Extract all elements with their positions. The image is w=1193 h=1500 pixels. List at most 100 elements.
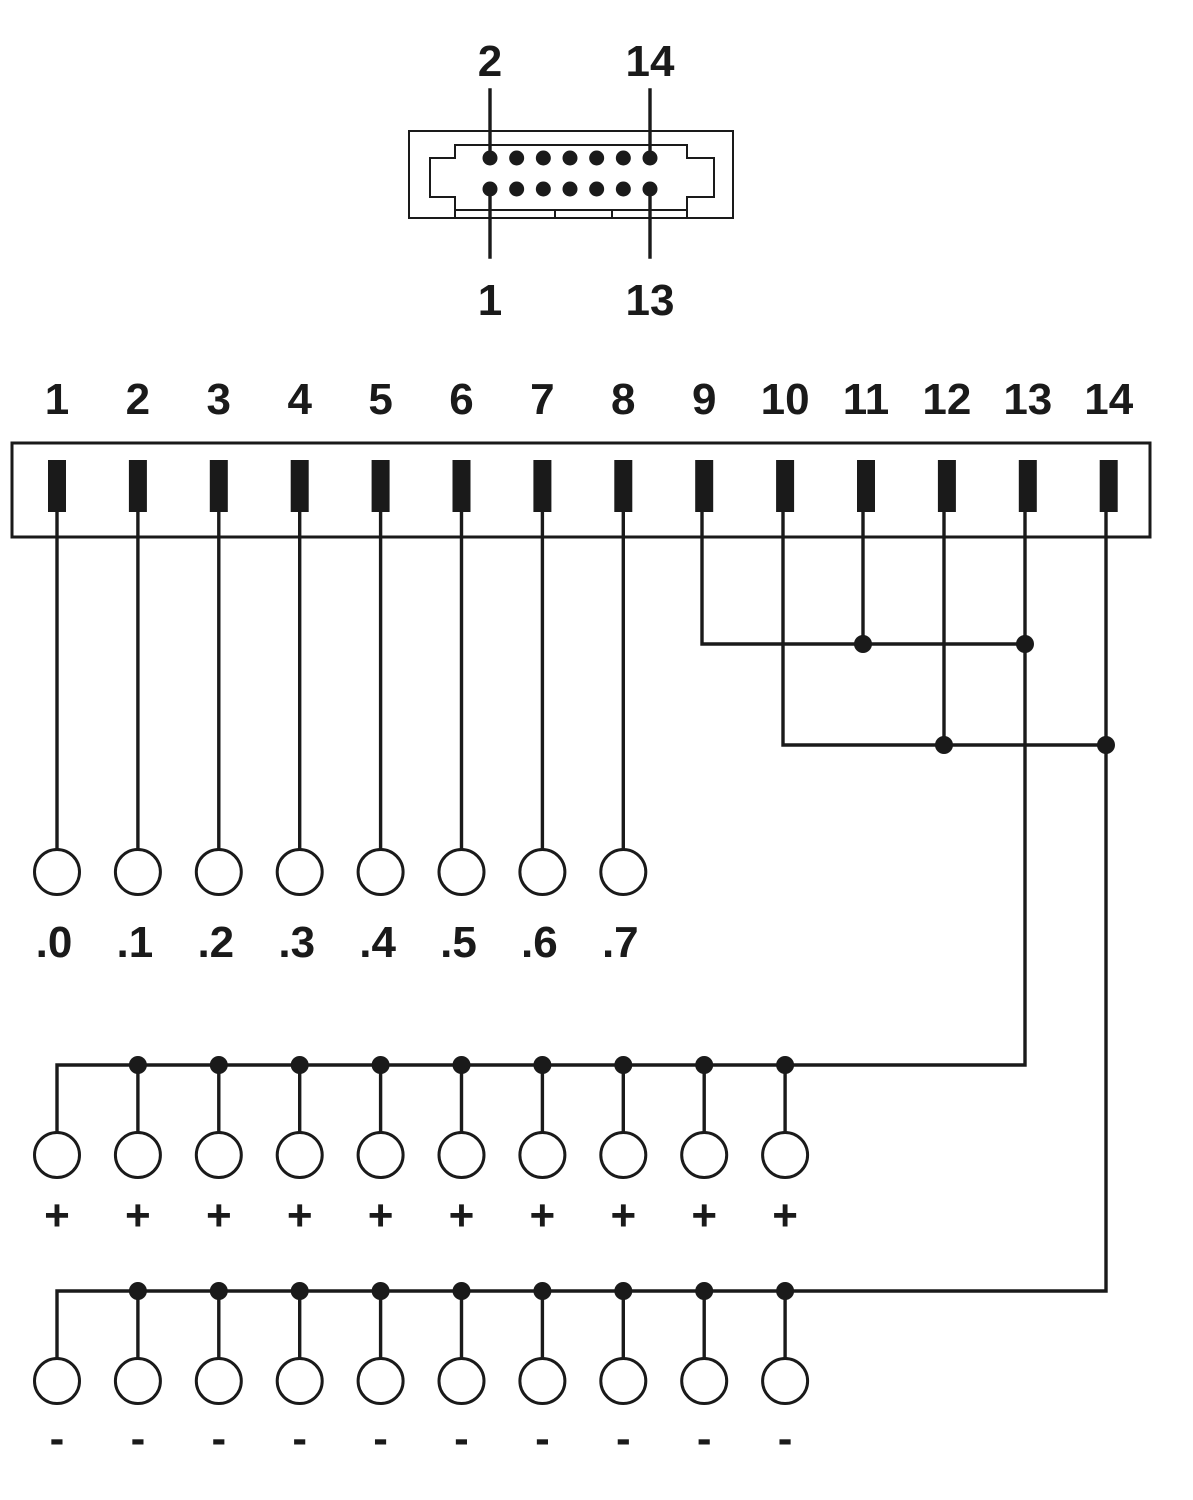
plus-label: + (772, 1191, 798, 1240)
minus-label: - (778, 1414, 793, 1463)
header-pin (209, 460, 228, 512)
signal-terminal (194, 848, 243, 896)
minus-terminals: ---------- (33, 1282, 810, 1463)
junction-dot (614, 1282, 633, 1300)
plus-label: + (287, 1191, 313, 1240)
junction-dot (128, 1056, 147, 1074)
minus-label: - (616, 1414, 631, 1463)
header-pins (48, 460, 1118, 512)
plus-terminal (437, 1131, 486, 1179)
signal-label: .2 (197, 918, 234, 967)
plus-terminal (599, 1131, 648, 1179)
header-pin (1099, 460, 1118, 512)
header-pin (857, 460, 875, 512)
plus-label: + (368, 1191, 394, 1240)
wires (55, 510, 1115, 1360)
junction-dot (452, 1282, 471, 1300)
signal-label: .0 (36, 918, 73, 967)
plus-terminal (194, 1131, 243, 1179)
connector-pin (615, 181, 631, 197)
header-pin-number: 9 (692, 375, 716, 424)
plus-terminal (761, 1131, 810, 1179)
wire-pin10-minus-bus (781, 510, 1108, 747)
connector-pin (535, 181, 551, 197)
idc-connector: 2 14 1 13 (408, 37, 734, 325)
plus-label: + (530, 1191, 556, 1240)
connector-pin (509, 181, 525, 197)
plus-terminal (356, 1131, 405, 1179)
minus-label: - (292, 1414, 307, 1463)
signal-terminal (33, 848, 81, 896)
signal-terminals: .0.1.2.3.4.5.6.7 (33, 848, 648, 967)
minus-label: - (535, 1414, 550, 1463)
connector-outer-frame (408, 130, 734, 219)
plus-terminal (518, 1131, 567, 1179)
signal-label: .7 (602, 918, 639, 967)
junction-dot (533, 1282, 552, 1300)
plus-terminal (275, 1131, 324, 1179)
minus-label: - (131, 1414, 146, 1463)
header-pin (695, 460, 714, 512)
plus-terminal (33, 1131, 81, 1179)
signal-terminal (356, 848, 405, 896)
plus-terminal (113, 1131, 162, 1179)
junction-dot (614, 1056, 633, 1074)
connector-pin (589, 181, 605, 197)
header-pin-number: 13 (1003, 375, 1052, 424)
signal-label: .6 (521, 918, 558, 967)
header-pin (48, 460, 66, 512)
header-pin-number: 4 (287, 375, 312, 424)
connector-pin-label-13: 13 (626, 276, 675, 325)
signal-label: .3 (278, 918, 315, 967)
header-pin-number: 3 (207, 375, 231, 424)
header-pin-number: 5 (368, 375, 392, 424)
connector-pin-label-2: 2 (478, 37, 502, 86)
header-pin-number: 6 (449, 375, 473, 424)
plus-label: + (206, 1191, 232, 1240)
header-pin-number: 8 (611, 375, 635, 424)
junction-dot (776, 1056, 795, 1074)
minus-terminal (761, 1357, 810, 1405)
junction-dot (776, 1282, 795, 1300)
junction-dot (533, 1056, 552, 1074)
junction-dot (695, 1056, 714, 1074)
junction-dot (209, 1056, 228, 1074)
junction-dot (695, 1282, 714, 1300)
junction-dot (290, 1282, 309, 1300)
minus-terminal (599, 1357, 648, 1405)
header-pin-number: 14 (1084, 375, 1133, 424)
wire-pin14-minus-rail (55, 510, 1108, 1360)
plus-label: + (44, 1191, 70, 1240)
minus-terminal (518, 1357, 567, 1405)
plus-label: + (449, 1191, 475, 1240)
signal-terminal (437, 848, 486, 896)
minus-terminal (437, 1357, 486, 1405)
minus-terminal (33, 1357, 81, 1405)
signal-terminal (275, 848, 324, 896)
header-pin-number: 2 (126, 375, 150, 424)
minus-label: - (50, 1414, 65, 1463)
header-pin (290, 460, 309, 512)
minus-label: - (211, 1414, 226, 1463)
header-pin (533, 460, 552, 512)
header-pin-number: 1 (45, 375, 69, 424)
header-pin (937, 460, 956, 512)
junction-dot (290, 1056, 309, 1074)
plus-terminal (680, 1131, 729, 1179)
header-pin (452, 460, 471, 512)
wire-pin9-plus-bus (700, 510, 1027, 646)
minus-label: - (697, 1414, 712, 1463)
connector-pin (562, 150, 578, 166)
junction-dot (854, 635, 872, 653)
signal-terminal (113, 848, 162, 896)
plus-label: + (610, 1191, 636, 1240)
connector-pin (589, 150, 605, 166)
junction-dot (371, 1056, 390, 1074)
connector-pins (482, 150, 658, 197)
plus-terminals: ++++++++++ (33, 1056, 810, 1240)
plus-label: + (691, 1191, 717, 1240)
minus-terminal (680, 1357, 729, 1405)
connector-pin-label-1: 1 (478, 276, 502, 325)
header-pin-number: 10 (761, 375, 810, 424)
